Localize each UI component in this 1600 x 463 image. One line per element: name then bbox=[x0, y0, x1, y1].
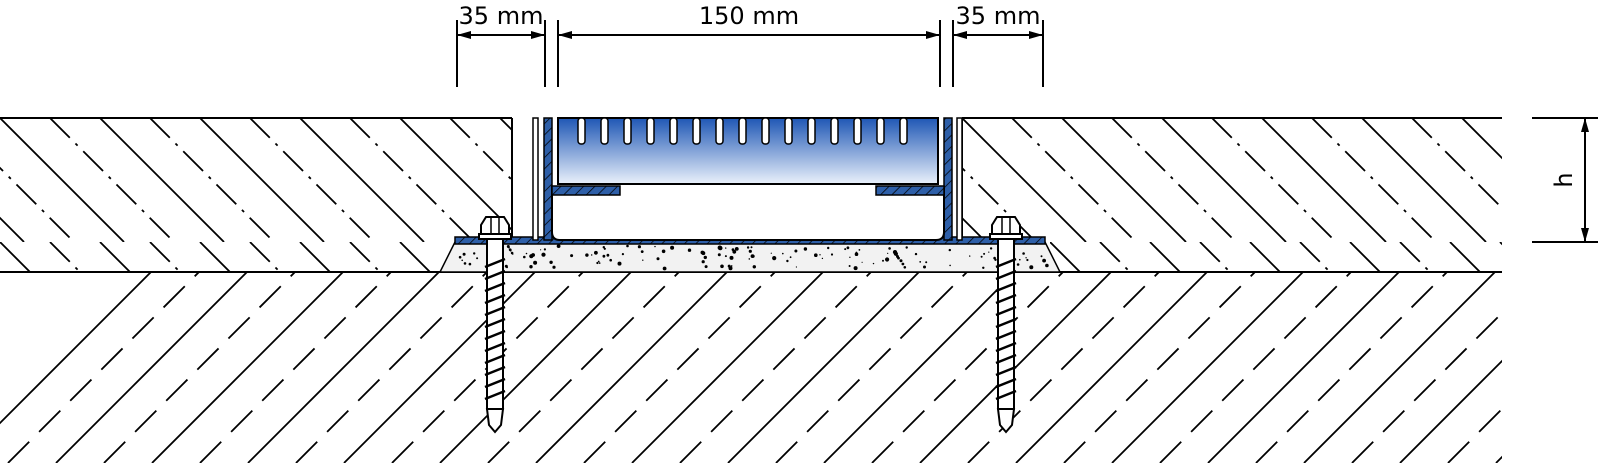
screed-layer-right-lower bbox=[1050, 242, 1502, 272]
concrete-slab bbox=[0, 272, 1502, 463]
dimension-height: h bbox=[1532, 117, 1598, 243]
dimension-right-label: 35 mm bbox=[956, 2, 1041, 30]
dimension-left: 35 mm bbox=[456, 2, 546, 87]
screed-layer-right bbox=[962, 118, 1502, 242]
screed-layer-left bbox=[0, 118, 512, 242]
channel-body bbox=[454, 117, 1046, 245]
dimension-height-label: h bbox=[1550, 172, 1578, 187]
screed-layer-left-lower bbox=[0, 242, 431, 272]
anchor-screw-left bbox=[478, 216, 512, 434]
dimension-left-label: 35 mm bbox=[459, 2, 544, 30]
dimension-right: 35 mm bbox=[952, 2, 1044, 87]
dimension-center-label: 150 mm bbox=[699, 2, 799, 30]
mortar-bed bbox=[438, 241, 1062, 273]
dimension-center: 150 mm bbox=[557, 2, 941, 87]
drain-grate bbox=[557, 117, 939, 185]
anchor-screw-right bbox=[989, 216, 1023, 434]
